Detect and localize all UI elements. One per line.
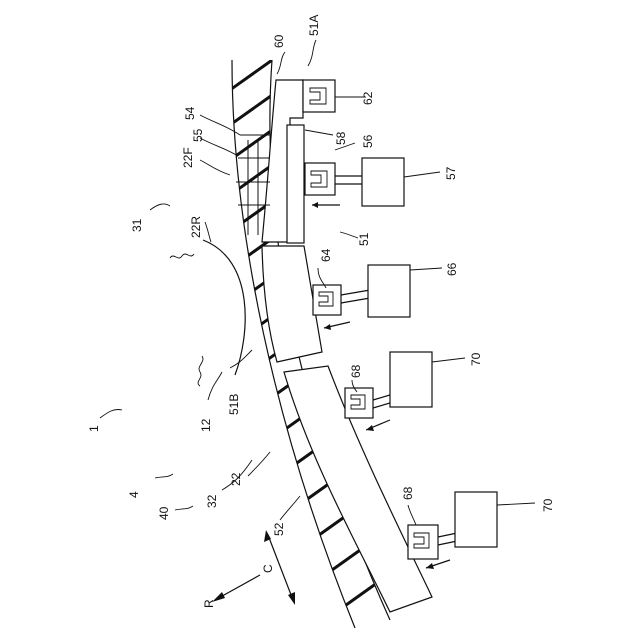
housing-58 [287, 125, 304, 243]
curved-element-22R [170, 240, 245, 386]
label-22F: 22F [181, 147, 195, 168]
label-22: 22 [229, 472, 243, 486]
label-32: 32 [205, 494, 219, 508]
label-66: 66 [445, 262, 459, 276]
label-direction-C: C [261, 564, 275, 573]
label-62: 62 [361, 91, 375, 105]
label-51B: 51B [227, 394, 241, 415]
label-22R: 22R [189, 216, 203, 238]
label-direction-R: R [202, 599, 216, 608]
actuator-56 [305, 158, 404, 208]
label-12: 12 [199, 418, 213, 432]
label-68-upper: 68 [349, 364, 363, 378]
direction-arrows [212, 530, 295, 605]
label-70-lower: 70 [541, 498, 555, 512]
label-55: 55 [191, 128, 205, 142]
label-64: 64 [319, 248, 333, 262]
label-54: 54 [183, 106, 197, 120]
block-51B [262, 246, 410, 362]
label-52: 52 [272, 522, 286, 536]
label-1: 1 [87, 425, 101, 432]
label-70-upper: 70 [469, 352, 483, 366]
label-40: 40 [157, 506, 171, 520]
label-60: 60 [272, 34, 286, 48]
label-51A: 51A [307, 15, 321, 36]
label-58: 58 [334, 131, 348, 145]
label-31: 31 [130, 218, 144, 232]
label-57: 57 [444, 166, 458, 180]
module-52 [284, 352, 497, 612]
label-4: 4 [127, 491, 141, 498]
label-56: 56 [361, 134, 375, 148]
label-68-lower: 68 [401, 486, 415, 500]
label-51: 51 [357, 232, 371, 246]
